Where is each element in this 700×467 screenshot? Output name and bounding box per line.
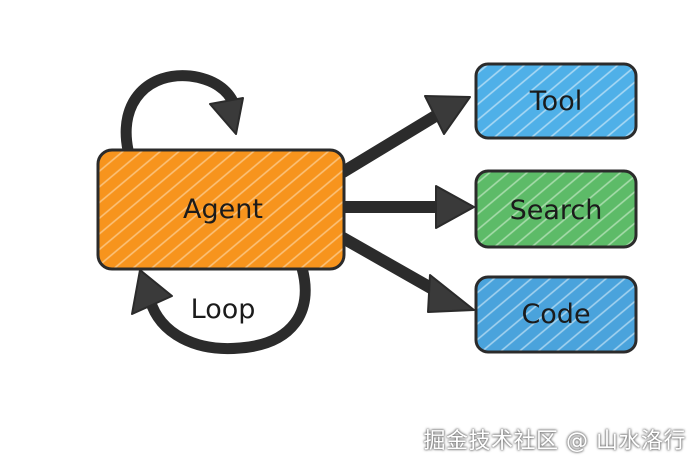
loop-label: Loop [191,294,256,325]
code-node: Code [474,275,638,354]
arrow-to-search [337,185,475,229]
arrow-to-code [337,232,475,313]
agent-node: Agent [96,148,346,271]
tool-node: Tool [474,62,638,140]
watermark: 掘金技术社区 @ 山水洛行 [423,429,686,454]
code-label: Code [521,299,590,330]
search-label: Search [510,195,603,226]
search-node: Search [474,169,638,249]
bottom-loop-arrow [131,262,311,355]
tool-label: Tool [529,86,582,117]
agent-label: Agent [183,194,263,225]
top-loop-arrow [120,70,244,156]
arrow-to-tool [337,95,471,178]
